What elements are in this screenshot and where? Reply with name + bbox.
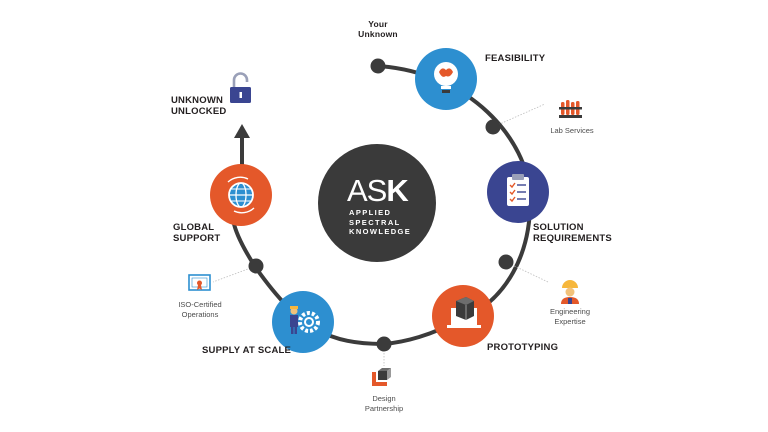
center-line-1: APPLIED <box>349 208 392 217</box>
arrow-head <box>234 124 250 138</box>
computer-prototype-icon <box>447 297 481 328</box>
unlocked-padlock-icon <box>230 72 251 103</box>
ask-logo: ASK <box>347 173 409 208</box>
stage-label-supply: SUPPLY AT SCALE <box>202 345 292 356</box>
stage-circle-supply <box>272 291 334 353</box>
service-dot-lab <box>485 119 501 135</box>
service-label-lab: Lab Services <box>550 126 594 135</box>
logo-prefix: AS <box>347 173 387 208</box>
start-dot <box>370 58 386 74</box>
engineer-icon <box>561 280 579 304</box>
center-circle <box>318 144 436 262</box>
service-label-design: Design Partnership <box>364 394 404 413</box>
service-dot-design <box>376 336 392 352</box>
stage-label-prototyping: PROTOTYPING <box>487 342 559 353</box>
start-label: Your Unknown <box>358 19 398 39</box>
brain-lightbulb-icon <box>434 62 458 93</box>
service-label-engineering: Engineering Expertise <box>549 307 591 326</box>
center-subtitle: APPLIED SPECTRAL KNOWLEDGE <box>349 208 411 237</box>
service-dot-iso <box>248 258 264 274</box>
end-label: UNKNOWN UNLOCKED <box>171 95 227 117</box>
worker-gear-icon <box>290 306 320 334</box>
service-dot-engineering <box>498 254 514 270</box>
drafting-tools-icon <box>372 368 391 386</box>
globe-icon <box>227 176 255 214</box>
logo-suffix: K <box>386 173 408 208</box>
stage-label-solution: SOLUTION REQUIREMENTS <box>533 222 612 244</box>
stage-label-global: GLOBAL SUPPORT <box>173 222 221 244</box>
stage-label-feasibility: FEASIBILITY <box>485 53 546 64</box>
center-line-3: KNOWLEDGE <box>349 227 412 236</box>
service-label-iso: ISO-Certified Operations <box>178 300 222 319</box>
test-tubes-icon <box>559 100 582 118</box>
center-line-2: SPECTRAL <box>349 217 401 227</box>
certificate-icon <box>188 274 211 291</box>
clipboard-checklist-icon <box>507 174 529 206</box>
